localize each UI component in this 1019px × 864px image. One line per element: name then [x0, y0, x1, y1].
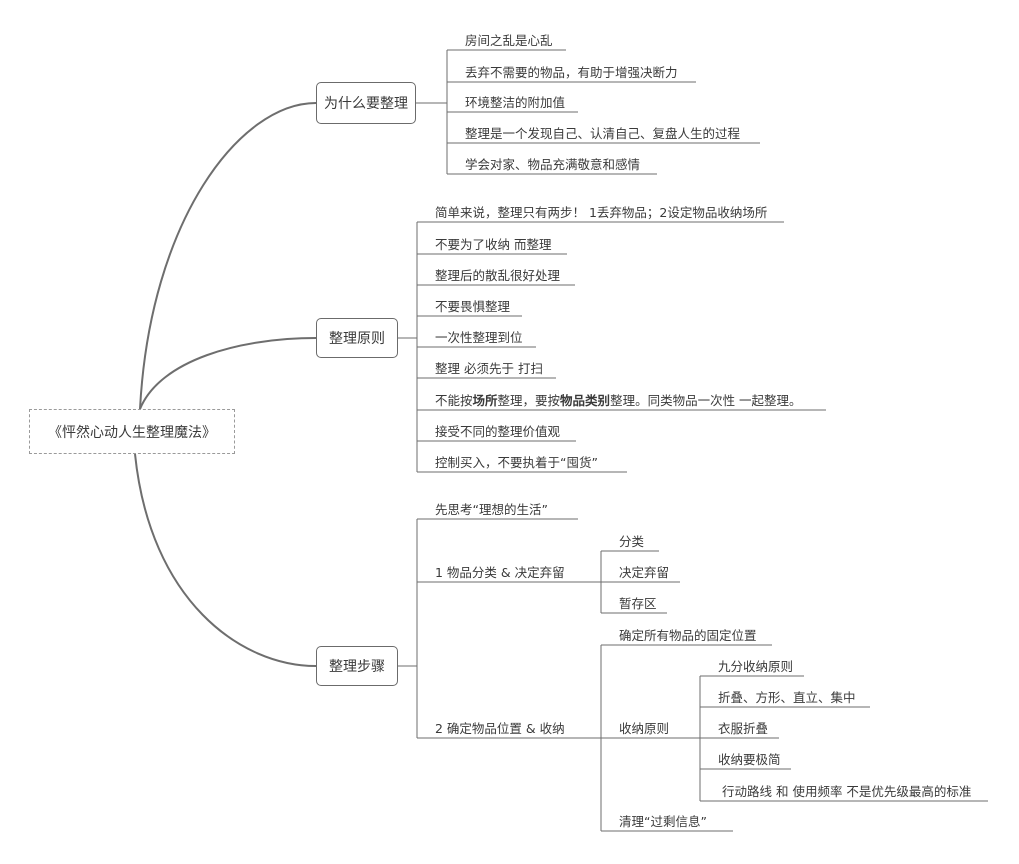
step-first-think[interactable]: 先思考“理想的生活”	[435, 502, 548, 517]
storage-item[interactable]: 折叠、方形、直立、集中	[718, 690, 856, 705]
step1-item[interactable]: 决定弃留	[619, 565, 670, 580]
why-item[interactable]: 学会对家、物品充满敬意和感情	[465, 157, 641, 172]
root-topic[interactable]: 《怦然心动人生整理魔法》	[29, 409, 235, 454]
storage-item[interactable]: 九分收纳原则	[718, 659, 794, 674]
bold-segment: 物品类别	[560, 393, 611, 408]
text-segment: 整理，要按	[497, 393, 561, 408]
step2-fixed-position[interactable]: 确定所有物品的固定位置	[619, 628, 757, 643]
principle-item-category[interactable]: 不能按场所整理，要按物品类别整理。同类物品一次性 一起整理。	[435, 393, 802, 409]
storage-item[interactable]: 衣服折叠	[718, 721, 769, 736]
topic-principles[interactable]: 整理原则	[316, 318, 398, 358]
principle-item[interactable]: 一次性整理到位	[435, 330, 523, 345]
principle-item[interactable]: 整理后的散乱很好处理	[435, 268, 561, 283]
why-item[interactable]: 环境整洁的附加值	[465, 95, 566, 110]
storage-item[interactable]: 行动路线 和 使用频率 不是优先级最高的标准	[722, 784, 972, 799]
step-2[interactable]: 2 确定物品位置 & 收纳	[435, 721, 565, 736]
step-1[interactable]: 1 物品分类 & 决定弃留	[435, 565, 565, 580]
bold-segment: 场所	[472, 393, 498, 408]
topic-steps[interactable]: 整理步骤	[316, 646, 398, 686]
principle-item[interactable]: 不要为了收纳 而整理	[435, 237, 552, 252]
topic-why-organize[interactable]: 为什么要整理	[316, 82, 416, 124]
why-item[interactable]: 丢弃不需要的物品，有助于增强决断力	[465, 65, 678, 80]
why-item[interactable]: 房间之乱是心乱	[465, 33, 553, 48]
storage-item[interactable]: 收纳要极简	[718, 752, 781, 767]
why-item[interactable]: 整理是一个发现自己、认清自己、复盘人生的过程	[465, 126, 741, 141]
principle-item[interactable]: 简单来说，整理只有两步！ 1丢弃物品；2设定物品收纳场所	[435, 205, 768, 220]
step2-storage-principles[interactable]: 收纳原则	[619, 721, 670, 736]
step1-item[interactable]: 分类	[619, 534, 645, 549]
principle-item[interactable]: 整理 必须先于 打扫	[435, 361, 543, 376]
principle-item[interactable]: 接受不同的整理价值观	[435, 424, 561, 439]
text-segment: 整理。同类物品一次性 一起整理。	[610, 393, 802, 408]
principle-item[interactable]: 控制买入，不要执着于“囤货”	[435, 455, 598, 470]
text-segment: 不能按	[435, 393, 473, 408]
step1-item[interactable]: 暂存区	[619, 596, 657, 611]
principle-item[interactable]: 不要畏惧整理	[435, 299, 511, 314]
step2-clear-info[interactable]: 清理“过剩信息”	[619, 814, 707, 829]
